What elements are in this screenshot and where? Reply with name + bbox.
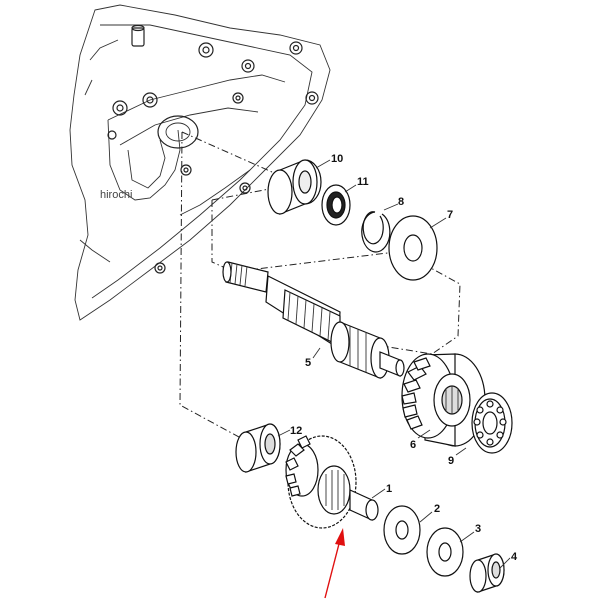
crankcase-housing [69,4,331,321]
callout-10: 10 [331,153,343,165]
callout-labels: 1 2 3 4 5 6 7 8 9 10 11 12 [290,153,518,563]
part-4-needle-bearing[interactable] [469,553,505,593]
part-5-splined-shaft[interactable] [222,261,405,379]
part-12-bearing[interactable] [235,423,281,473]
callout-7: 7 [447,209,453,221]
part-10-ball-bearing[interactable] [267,159,322,215]
part-8-circlip[interactable] [361,211,391,253]
callout-11: 11 [357,176,369,188]
part-9-ball-bearing[interactable] [471,392,513,454]
part-11-oil-seal[interactable] [321,184,351,226]
callout-9: 9 [448,455,454,467]
part-1-drive-gear[interactable] [285,435,379,529]
callout-4: 4 [511,551,518,563]
watermark-text: hirochi [100,189,132,201]
callout-5: 5 [305,357,311,369]
part-3-washer[interactable] [426,527,464,577]
leader-lines [277,159,511,569]
callout-6: 6 [410,439,416,451]
callout-2: 2 [434,503,440,515]
callout-8: 8 [398,196,404,208]
callout-1: 1 [386,483,392,495]
part-2-washer[interactable] [383,505,421,555]
part-7-washer[interactable] [388,215,438,281]
callout-12: 12 [290,425,302,437]
callout-3: 3 [475,523,481,535]
highlight-arrow [324,528,345,599]
